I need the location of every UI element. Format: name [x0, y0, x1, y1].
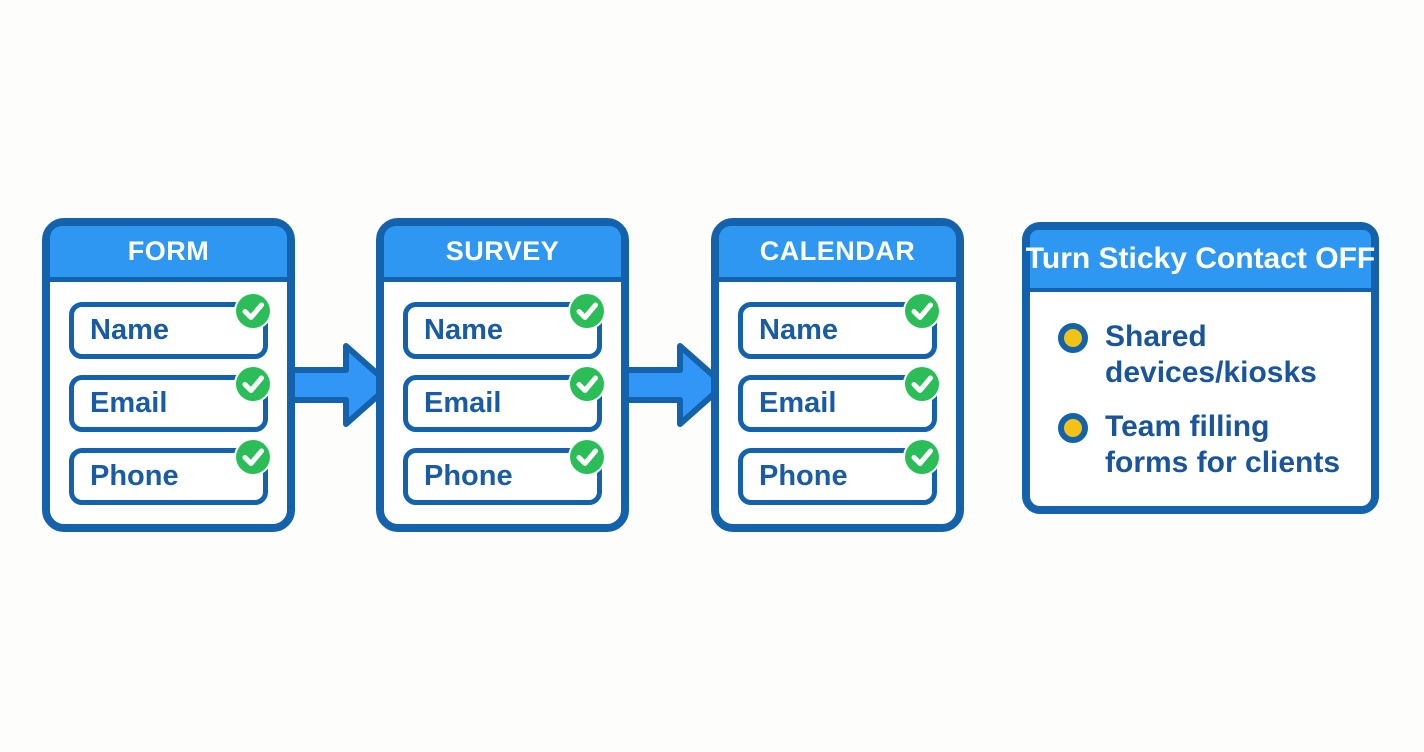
field-phone: Phone [69, 438, 272, 505]
check-icon [903, 292, 941, 330]
check-icon [568, 438, 606, 476]
field-email-label: Email [424, 387, 502, 419]
field-phone-label: Phone [424, 460, 513, 492]
field-email-label: Email [759, 387, 837, 419]
bullet-text: Shared devices/kiosks [1105, 320, 1317, 389]
check-icon [234, 292, 272, 330]
field-phone-label: Phone [759, 460, 848, 492]
list-item: Team filling forms for clients [1058, 409, 1357, 481]
calendar-card-title: CALENDAR [719, 226, 956, 282]
check-icon [903, 438, 941, 476]
check-icon [234, 438, 272, 476]
form-card: FORM Name Email Phone [42, 218, 295, 532]
check-icon [568, 292, 606, 330]
field-phone: Phone [403, 438, 606, 505]
arrow-right-icon [622, 343, 727, 427]
field-email: Email [403, 365, 606, 432]
field-email-label: Email [90, 387, 168, 419]
field-name: Name [403, 292, 606, 359]
field-phone-label: Phone [90, 460, 179, 492]
field-email: Email [69, 365, 272, 432]
field-name-label: Name [90, 314, 169, 346]
check-icon [568, 365, 606, 403]
calendar-card: CALENDAR Name Email Phone [711, 218, 964, 532]
field-name-label: Name [759, 314, 838, 346]
note-card-bullets: Shared devices/kiosks Team filling forms… [1030, 292, 1371, 481]
field-email: Email [738, 365, 941, 432]
bullet-text: Team filling forms for clients [1105, 410, 1341, 479]
field-name-label: Name [424, 314, 503, 346]
calendar-card-fields: Name Email Phone [719, 282, 956, 505]
sticky-contact-note-card: Turn Sticky Contact OFF Shared devices/k… [1022, 222, 1379, 514]
form-card-fields: Name Email Phone [50, 282, 287, 505]
bullet-dot-icon [1058, 413, 1088, 443]
bullet-dot-icon [1058, 323, 1088, 353]
form-card-title: FORM [50, 226, 287, 282]
note-card-title: Turn Sticky Contact OFF [1026, 230, 1375, 292]
survey-card-fields: Name Email Phone [384, 282, 621, 505]
field-phone: Phone [738, 438, 941, 505]
field-name: Name [738, 292, 941, 359]
survey-card: SURVEY Name Email Phone [376, 218, 629, 532]
arrow-right-icon [288, 343, 393, 427]
list-item: Shared devices/kiosks [1058, 319, 1357, 391]
check-icon [903, 365, 941, 403]
survey-card-title: SURVEY [384, 226, 621, 282]
field-name: Name [69, 292, 272, 359]
check-icon [234, 365, 272, 403]
